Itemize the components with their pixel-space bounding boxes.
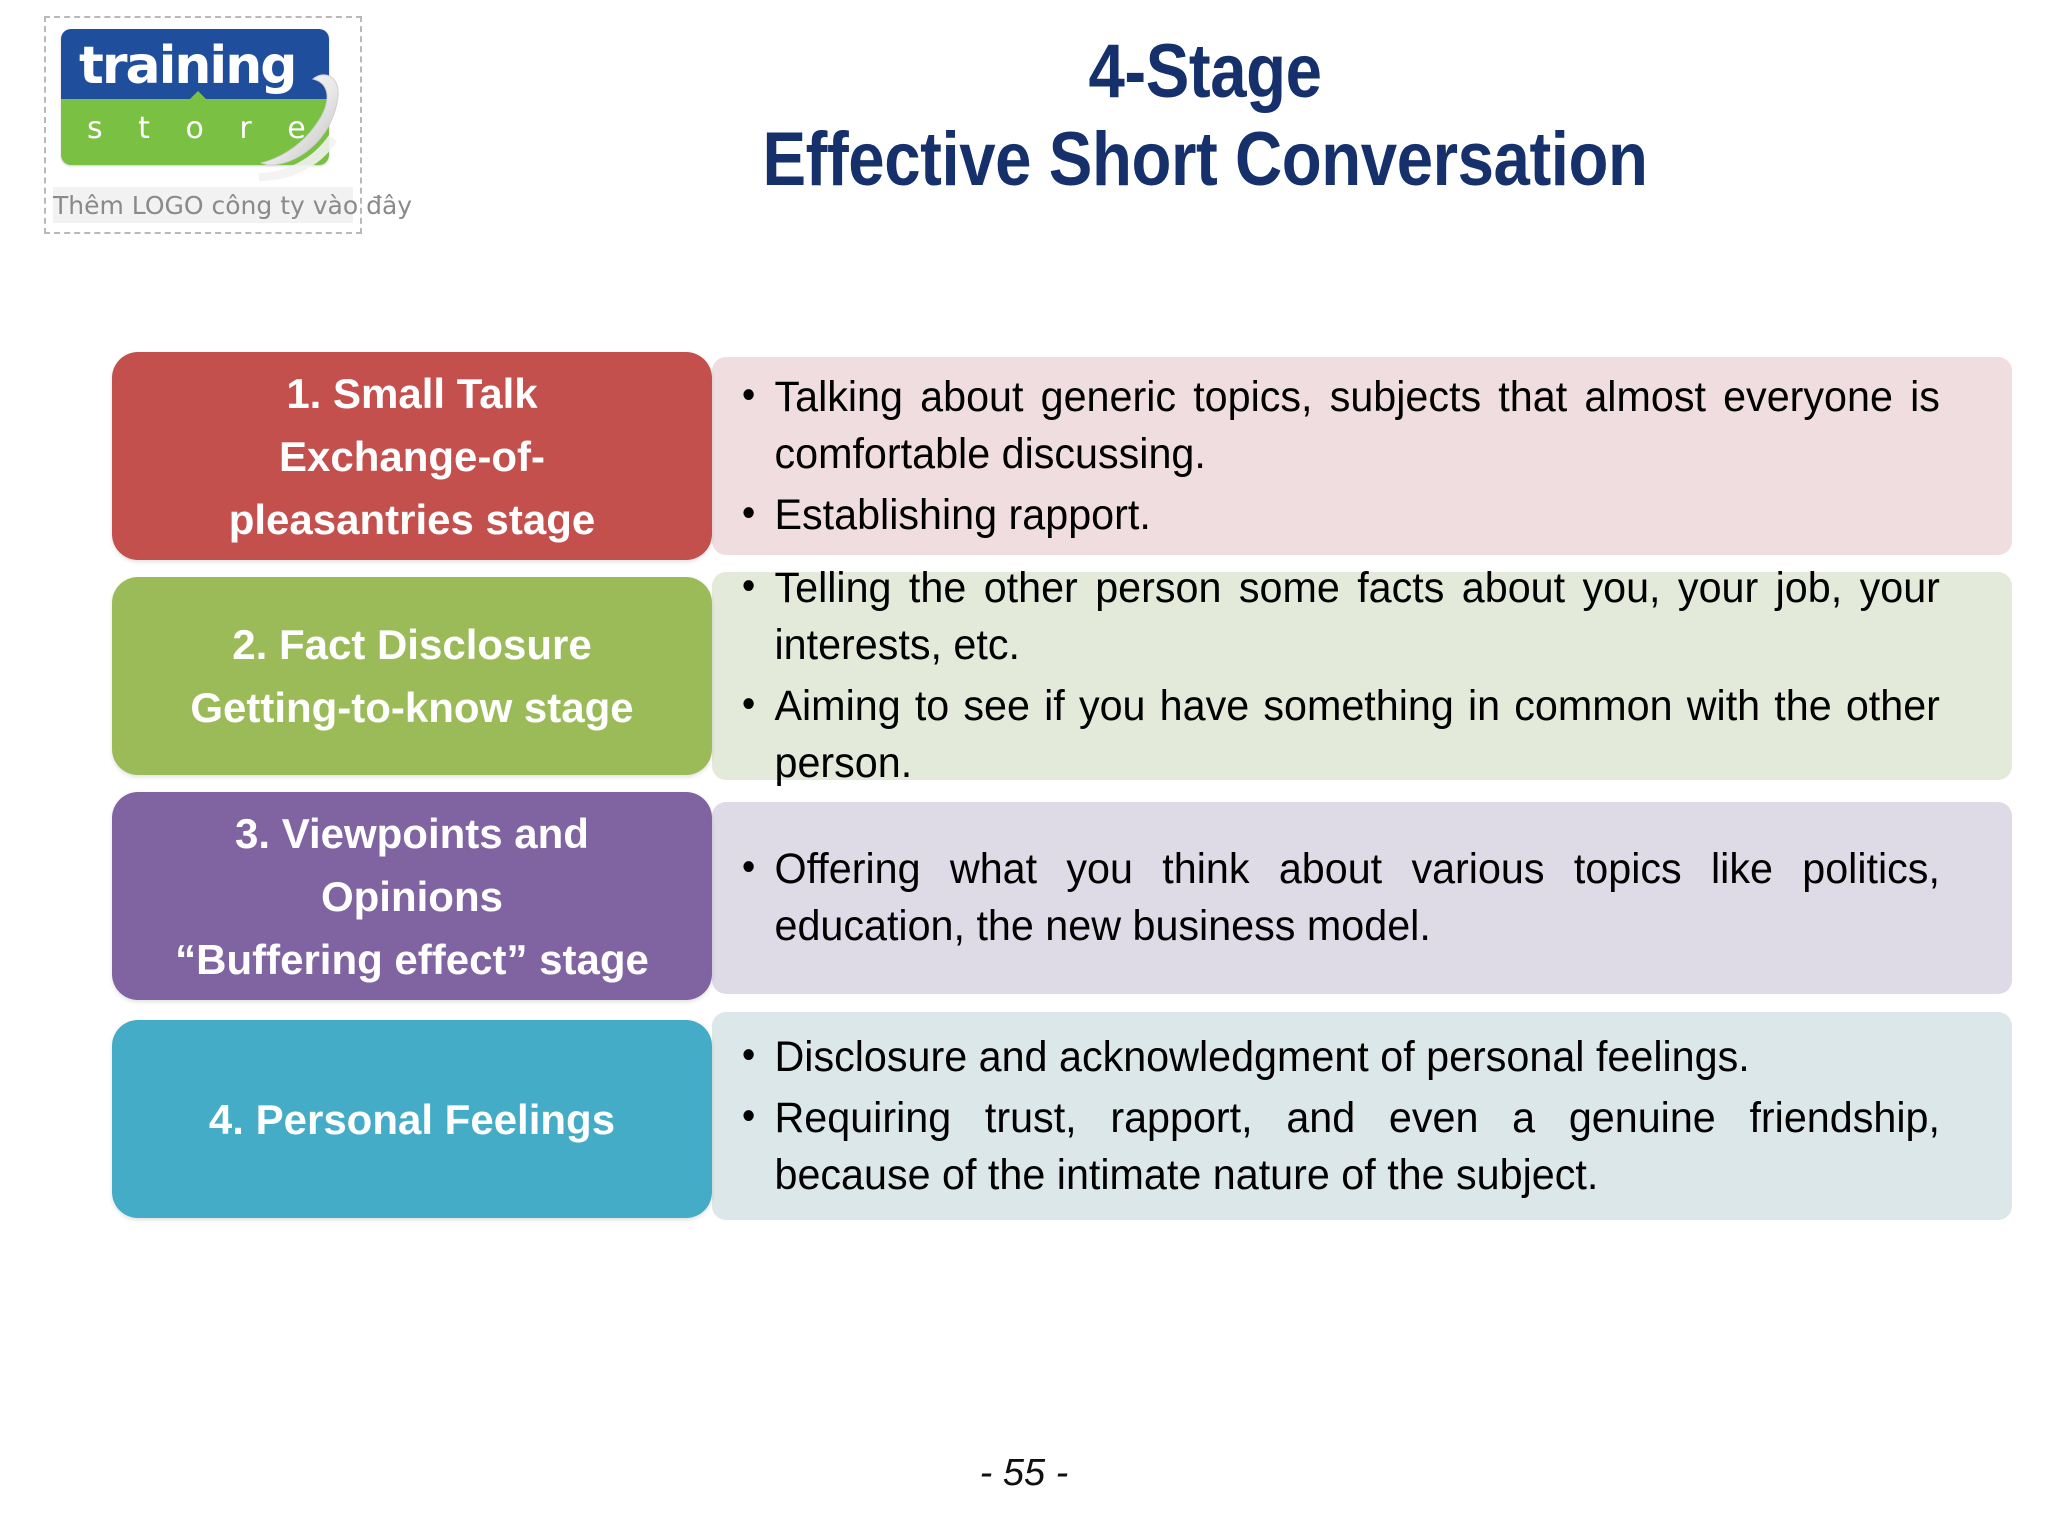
stage-2-bullets: Telling the other person some facts abou… bbox=[738, 558, 1990, 792]
logo-word-store: s t o r e bbox=[87, 111, 319, 146]
badge-line: pleasantries stage bbox=[228, 495, 596, 543]
stage-row-4: Disclosure and acknowledgment of persona… bbox=[0, 1012, 2048, 1220]
logo-caption: Thêm LOGO công ty vào đây bbox=[53, 187, 412, 223]
stage-2-badge[interactable]: 2. Fact Disclosure Getting-to-know stage bbox=[112, 577, 712, 775]
badge-line: 1. Small Talk bbox=[286, 369, 538, 417]
stage-row-1: Talking about generic topics, subjects t… bbox=[0, 352, 2048, 560]
badge-line: 2. Fact Disclosure bbox=[232, 621, 592, 668]
badge-line: Opinions bbox=[320, 872, 503, 920]
stage-3-badge[interactable]: 3. Viewpoints and Opinions “Buffering ef… bbox=[112, 792, 712, 1000]
stage-4-badge-label: 4. Personal Feelings bbox=[209, 1088, 615, 1151]
list-item: Talking about generic topics, subjects t… bbox=[738, 367, 1940, 483]
stage-3-badge-label: 3. Viewpoints and Opinions “Buffering ef… bbox=[175, 802, 649, 991]
logo-word-training: training bbox=[79, 36, 298, 96]
page-title-line-2: Effective Short Conversation bbox=[762, 117, 1648, 202]
stage-1-badge-label: 1. Small Talk Exchange-of- pleasantries … bbox=[229, 362, 596, 551]
logo-inner: training s t o r e Thêm LOGO công ty vào… bbox=[53, 25, 412, 225]
stage-1-bullets: Talking about generic topics, subjects t… bbox=[738, 367, 1990, 544]
page-title: 4-Stage Effective Short Conversation bbox=[530, 28, 1880, 204]
stage-2-badge-label: 2. Fact Disclosure Getting-to-know stage bbox=[190, 613, 633, 739]
stage-4-bullets: Disclosure and acknowledgment of persona… bbox=[738, 1027, 1990, 1204]
stage-1-badge[interactable]: 1. Small Talk Exchange-of- pleasantries … bbox=[112, 352, 712, 560]
stage-list: Talking about generic topics, subjects t… bbox=[0, 352, 2048, 1220]
stage-1-detail-panel: Talking about generic topics, subjects t… bbox=[712, 357, 2012, 555]
stage-4-detail-panel: Disclosure and acknowledgment of persona… bbox=[712, 1012, 2012, 1220]
list-item: Requiring trust, rapport, and even a gen… bbox=[738, 1088, 1940, 1204]
stage-row-3: Offering what you think about various to… bbox=[0, 792, 2048, 1000]
stage-3-detail-panel: Offering what you think about various to… bbox=[712, 802, 2012, 994]
badge-line: Exchange-of- bbox=[278, 432, 545, 480]
list-item: Disclosure and acknowledgment of persona… bbox=[738, 1027, 1940, 1086]
list-item: Offering what you think about various to… bbox=[738, 839, 1940, 955]
page-title-line-1: 4-Stage bbox=[1088, 29, 1322, 114]
badge-line: 3. Viewpoints and bbox=[235, 809, 589, 857]
list-item: Telling the other person some facts abou… bbox=[738, 558, 1940, 674]
list-item: Aiming to see if you have something in c… bbox=[738, 676, 1940, 792]
badge-line: Getting-to-know stage bbox=[190, 684, 634, 731]
page-number: - 55 - bbox=[979, 1452, 1069, 1494]
stage-4-badge[interactable]: 4. Personal Feelings bbox=[112, 1020, 712, 1218]
stage-3-bullets: Offering what you think about various to… bbox=[738, 839, 1990, 955]
badge-line: 4. Personal Feelings bbox=[208, 1095, 616, 1143]
company-logo-placeholder: training s t o r e Thêm LOGO công ty vào… bbox=[44, 16, 412, 234]
badge-line: “Buffering effect” stage bbox=[175, 935, 649, 983]
logo-notch-shape bbox=[185, 91, 211, 104]
stage-row-2: Telling the other person some facts abou… bbox=[0, 558, 2048, 787]
stage-2-detail-panel: Telling the other person some facts abou… bbox=[712, 558, 2012, 787]
training-store-logo: training s t o r e bbox=[61, 29, 329, 165]
list-item: Establishing rapport. bbox=[738, 485, 1940, 544]
